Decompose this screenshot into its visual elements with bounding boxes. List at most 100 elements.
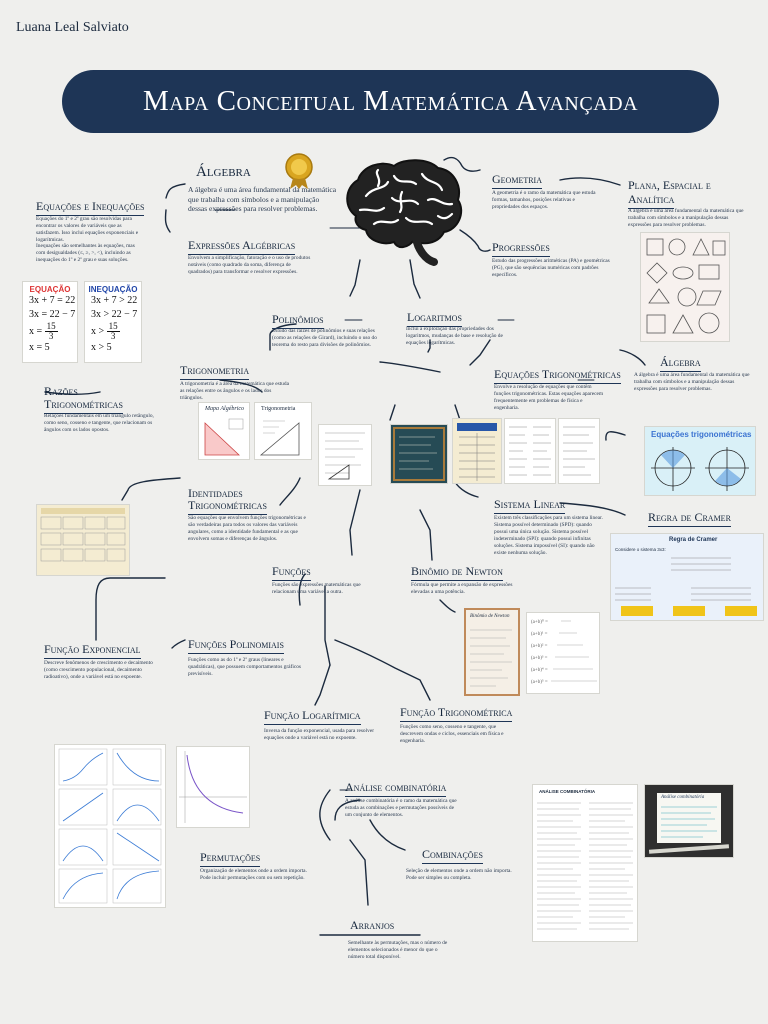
cramer-image-title: Regra de Cramer: [669, 537, 717, 543]
formulas2-image: [558, 418, 600, 484]
inequation-frac-left: x >: [91, 326, 104, 337]
node-func-trig-desc: Funções como seno, cosseno e tangente, q…: [400, 724, 512, 745]
node-algebra2-desc: A álgebra é uma área fundamental da mate…: [634, 372, 752, 393]
author-name: Luana Leal Salviato: [16, 20, 129, 36]
node-expressoes-title: Expressões Algébricas: [188, 238, 295, 255]
analise-sheet-caption: ANÁLISE COMBINATÓRIA: [539, 789, 595, 794]
analise-notebook-drawing: [657, 803, 721, 843]
node-polinomios-desc: Estudo das raízes de polinômios e suas r…: [272, 328, 382, 349]
mapa-algebrico-image: Mapa Algébrico: [198, 402, 250, 460]
formulas-image: [504, 418, 556, 484]
binomio-notebook-image: Binômio de Newton: [464, 608, 520, 696]
node-algebra-title: Álgebra: [196, 164, 251, 181]
trig-equations-banner: Equações trigonométricas: [651, 430, 751, 439]
binomio-notebook-caption: Binômio de Newton: [470, 614, 509, 619]
node-funcoes-desc: Funções são expressões matemáticas que r…: [272, 582, 384, 596]
trigonometria-image: Trigonometria: [254, 402, 312, 460]
trig-notes-image: [318, 424, 372, 486]
node-expressoes-desc: Envolvem a simplificação, fatoração e o …: [188, 255, 313, 276]
equation-line-last: x = 5: [29, 341, 77, 355]
node-identidades-desc: São equações que envolvem funções trigon…: [188, 515, 308, 543]
function-graphs-sheet-drawing: [55, 745, 165, 907]
node-equacoes-desc2: Inequações são semelhantes às equações, …: [36, 243, 142, 264]
node-logaritmos-desc: Inclui a exploração das propriedades dos…: [406, 326, 506, 347]
node-geometria-title: Geometria: [492, 172, 542, 189]
chalkboard-drawing: [391, 425, 447, 483]
node-func-exp-desc: Descreve fenômenos de crescimento e deca…: [44, 660, 156, 681]
equation-frac-left: x =: [29, 326, 42, 337]
node-arranjos-desc: Semelhante às permutações, mas o número …: [348, 940, 448, 961]
trig-notes-drawing: [319, 425, 371, 485]
analise-combinatoria-sheet-image: ANÁLISE COMBINATÓRIA: [532, 784, 638, 942]
function-graphs-sheet-image: [54, 744, 166, 908]
node-eq-trig-desc: Envolve a resolução de equações que cont…: [494, 384, 606, 412]
identities-table-image: [452, 418, 502, 484]
cramer-matrices-drawing: [611, 554, 763, 620]
node-func-trig-title: Função Trigonométrica: [400, 705, 512, 722]
node-algebra-desc: A álgebra é uma área fundamental da mate…: [188, 185, 338, 214]
mapa-algebrico-caption: Mapa Algébrico: [205, 406, 244, 412]
pascal-triangle-image: (a+b)⁰ =(a+b)¹ =(a+b)² =(a+b)³ =(a+b)⁴ =…: [526, 612, 600, 694]
node-plana-desc: A álgebra é uma área fundamental da mate…: [628, 208, 744, 229]
node-polinomios-title: Polinômios: [272, 312, 324, 329]
node-binomio-title: Binômio de Newton: [411, 564, 503, 581]
analise-notebook-image: Análise combinatória: [644, 784, 734, 858]
node-trigonometria-desc: A trigonometria é a área da matemática q…: [180, 381, 290, 402]
node-analise-title: Análise combinatória: [345, 780, 446, 797]
cramer-image-subtitle: Considere o sistema 3x3:: [615, 547, 666, 552]
analise-sheet-drawing: [533, 797, 637, 941]
node-identidades-title-2: Trigonométricas: [188, 498, 267, 515]
binomio-notebook-drawing: [466, 624, 518, 694]
node-combinacoes-desc: Seleção de elementos onde a ordem não im…: [406, 868, 518, 882]
node-razoes-title-2: Trigonométricas: [44, 397, 123, 414]
svg-text:(a+b)¹ =: (a+b)¹ =: [531, 631, 548, 637]
node-func-log-title: Função Logarítmica: [264, 708, 361, 725]
inequation-line-last: x > 5: [91, 341, 141, 355]
node-cramer-title: Regra de Cramer: [648, 510, 731, 527]
unit-circles-drawing: [645, 441, 755, 495]
inequation-image: INEQUAÇÃO 3x + 7 > 22 3x > 22 − 7 x > 15…: [84, 281, 142, 363]
brain-image: [338, 156, 466, 268]
trig-identities-sheet-image: [36, 504, 130, 576]
identities-table-drawing: [453, 419, 501, 483]
node-arranjos-title: Arranjos: [350, 918, 394, 933]
node-algebra2-title: Álgebra: [660, 355, 701, 372]
triangle-drawing: [199, 415, 249, 459]
equation-header: EQUAÇÃO: [23, 285, 77, 294]
node-analise-desc: A análise combinatória é o ramo da matem…: [345, 798, 457, 819]
formulas2-drawing: [559, 419, 599, 483]
inequation-line-2: 3x > 22 − 7: [91, 308, 141, 322]
formulas-drawing: [505, 419, 555, 483]
svg-text:(a+b)² =: (a+b)² =: [531, 643, 548, 649]
node-equacoes-desc1: Equações do 1º e 2º grau são resolvidas …: [36, 216, 142, 244]
node-eq-trig-title: Equações Trigonométricas: [494, 367, 621, 384]
equation-frac-den: 3: [45, 332, 58, 341]
inequation-header: INEQUAÇÃO: [85, 285, 141, 294]
geometry-shapes-image: [640, 232, 730, 342]
node-func-pol-desc: Funções como as do 1º e 2º graus (linear…: [188, 657, 306, 678]
node-combinacoes-title: Combinações: [422, 847, 483, 864]
equation-line-2: 3x = 22 − 7: [29, 308, 77, 322]
node-progressoes-title: Progressões: [492, 240, 550, 257]
node-func-pol-title: Funções Polinomiais: [188, 637, 284, 654]
node-binomio-desc: Fórmula que permite a expansão de expres…: [411, 582, 515, 596]
node-permutacoes-desc: Organização de elementos onde a ordem im…: [200, 868, 310, 882]
node-equacoes-inequacoes-title: Equações e Inequações: [36, 199, 144, 216]
node-trigonometria-title: Trigonometria: [180, 363, 249, 380]
cramer-rule-image: Regra de Cramer Considere o sistema 3x3:: [610, 533, 764, 621]
node-funcoes-title: Funções: [272, 564, 311, 581]
trig-equations-image: Equações trigonométricas: [644, 426, 756, 496]
trigonometria-caption: Trigonometria: [261, 406, 295, 412]
node-razoes-desc: Relações fundamentais em um triângulo re…: [44, 413, 154, 434]
node-func-exp-title: Função Exponencial: [44, 642, 141, 659]
node-permutacoes-title: Permutações: [200, 850, 260, 867]
equation-line-1: 3x + 7 = 22: [29, 294, 77, 308]
svg-text:(a+b)⁵ =: (a+b)⁵ =: [531, 679, 548, 685]
chalkboard-image: [390, 424, 448, 484]
svg-text:(a+b)⁴ =: (a+b)⁴ =: [531, 667, 548, 673]
svg-text:(a+b)³ =: (a+b)³ =: [531, 655, 548, 661]
trig-identities-sheet-drawing: [37, 505, 129, 575]
page-title: Mapa Conceitual Matemática Avançada: [143, 85, 638, 118]
node-progressoes-desc: Estudo das progressões aritméticas (PA) …: [492, 258, 612, 279]
